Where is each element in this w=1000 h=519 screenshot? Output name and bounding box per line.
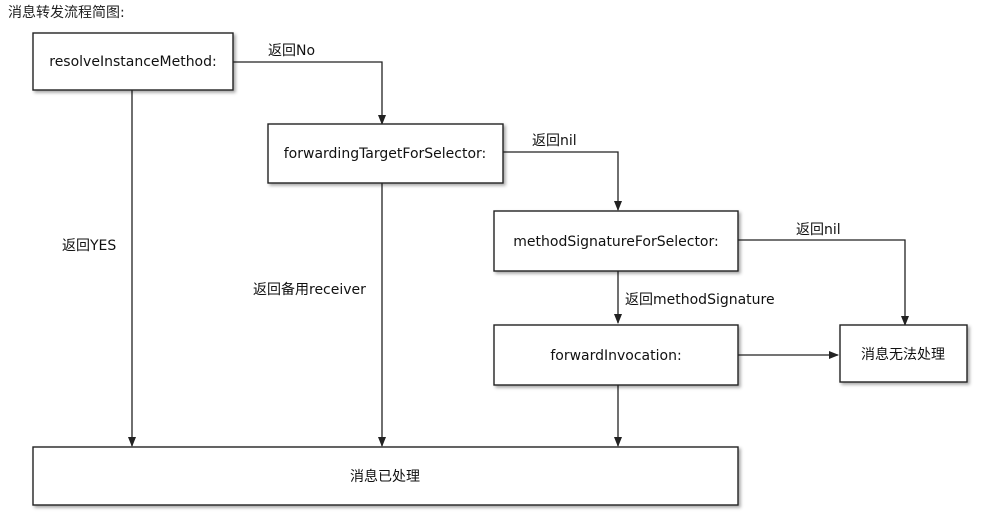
label-return-no: 返回No <box>268 43 315 59</box>
edge-return-nil-1 <box>503 151 622 211</box>
nodes <box>32 32 968 506</box>
edge-labels: 返回No 返回nil 返回nil 返回YES 返回备用receiver 返回me… <box>62 43 841 308</box>
node-method-signature-box <box>493 210 739 272</box>
label-return-method-signature: 返回methodSignature <box>625 292 775 308</box>
node-forward-invocation-label: forwardInvocation: <box>550 348 681 364</box>
label-return-yes: 返回YES <box>62 238 116 254</box>
node-resolve-label: resolveInstanceMethod: <box>49 54 216 70</box>
page-title: 消息转发流程简图: <box>8 5 125 21</box>
node-resolve-box <box>32 32 234 91</box>
label-return-nil-2: 返回nil <box>796 222 841 238</box>
edge-return-no <box>233 61 386 125</box>
node-handled-box <box>32 446 739 506</box>
label-return-backup-receiver: 返回备用receiver <box>253 281 366 298</box>
node-handled-label: 消息已处理 <box>350 468 420 485</box>
node-cannot-handle-box <box>839 324 968 383</box>
edge-return-nil-2 <box>738 239 909 326</box>
node-forward-invocation-box <box>493 324 739 386</box>
edges <box>128 61 909 447</box>
node-forwarding-target-label: forwardingTargetForSelector: <box>284 146 487 162</box>
node-forwarding-target-box <box>267 123 504 184</box>
node-method-signature-label: methodSignatureForSelector: <box>513 234 718 250</box>
node-labels: resolveInstanceMethod: forwardingTargetF… <box>49 54 945 485</box>
label-return-nil-1: 返回nil <box>532 133 577 149</box>
node-cannot-handle-label: 消息无法处理 <box>861 346 945 363</box>
